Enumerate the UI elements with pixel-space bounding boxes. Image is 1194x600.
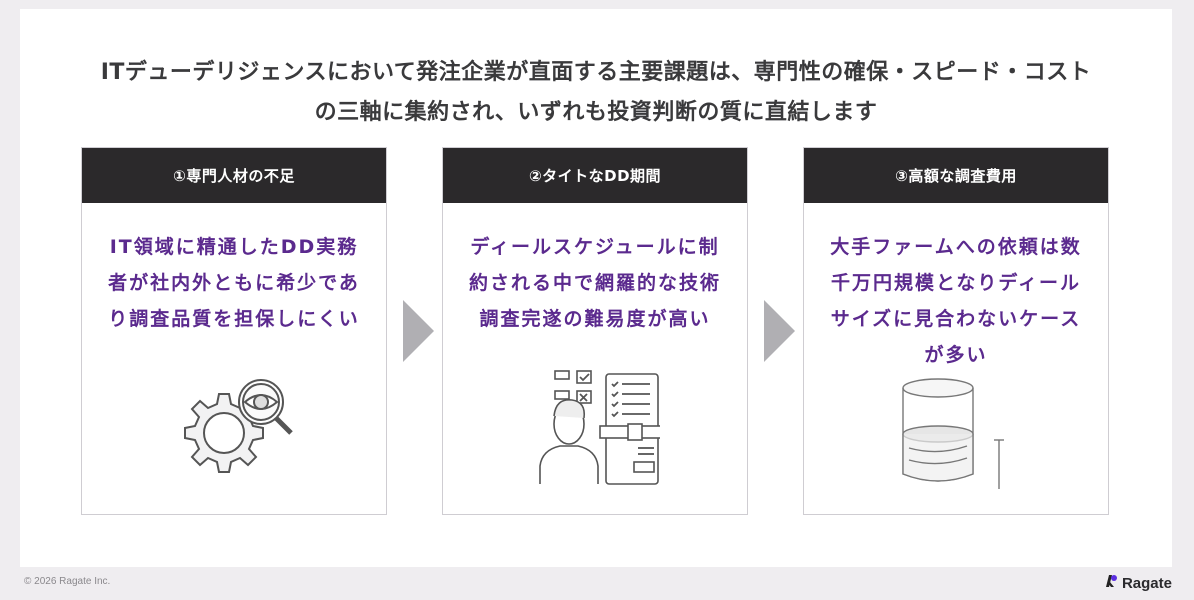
card-body: IT領域に精通したDD実務 者が社内外ともに希少であ り調査品質を担保しにくい: [82, 203, 386, 337]
slide: ITデューデリジェンスにおいて発注企業が直面する主要課題は、専門性の確保・スピー…: [20, 9, 1172, 567]
card-tight-period: ②タイトなDD期間 ディールスケジュールに制 約される中で網羅的な技術 調査完遂…: [442, 147, 748, 515]
card-high-cost: ③高額な調査費用 大手ファームへの依頼は数 千万円規模となりディール サイズに見…: [803, 147, 1109, 515]
gear-magnifier-eye-icon: [82, 366, 386, 486]
card-header: ②タイトなDD期間: [443, 148, 747, 203]
headline-line-2: の三軸に集約され、いずれも投資判断の質に直結します: [314, 100, 878, 125]
ragate-logo-icon: [1104, 574, 1118, 592]
card-header: ③高額な調査費用: [804, 148, 1108, 203]
person-checklist-icon: [443, 366, 747, 486]
card-body-line: IT領域に精通したDD実務: [109, 236, 359, 258]
copyright: © 2026 Ragate Inc.: [24, 576, 111, 587]
arrow-right-icon: [403, 300, 434, 362]
arrow-right-icon: [764, 300, 795, 362]
card-talent-shortage: ①専門人材の不足 IT領域に精通したDD実務 者が社内外ともに希少であ り調査品…: [81, 147, 387, 515]
card-body-line: 者が社内外ともに希少であ: [108, 272, 360, 294]
card-body-line: サイズに見合わないケース: [830, 308, 1082, 330]
headline: ITデューデリジェンスにおいて発注企業が直面する主要課題は、専門性の確保・スピー…: [20, 53, 1172, 133]
card-body-line: 千万円規模となりディール: [830, 272, 1082, 294]
headline-line-1: ITデューデリジェンスにおいて発注企業が直面する主要課題は、専門性の確保・スピー…: [100, 60, 1092, 85]
card-body-line: 調査完遂の難易度が高い: [479, 308, 711, 330]
card-body-line: が多い: [924, 344, 988, 366]
card-body: 大手ファームへの依頼は数 千万円規模となりディール サイズに見合わないケース が…: [804, 203, 1108, 373]
card-body-line: ディールスケジュールに制: [470, 236, 720, 258]
card-body-line: 約される中で網羅的な技術: [468, 272, 721, 294]
card-header: ①専門人材の不足: [82, 148, 386, 203]
card-body-line: り調査品質を担保しにくい: [108, 308, 360, 330]
card-body: ディールスケジュールに制 約される中で網羅的な技術 調査完遂の難易度が高い: [443, 203, 747, 337]
glass-cylinder-icon: [804, 374, 1108, 489]
logo-text: Ragate: [1121, 574, 1172, 592]
card-body-line: 大手ファームへの依頼は数: [830, 236, 1082, 258]
company-logo: Ragate: [1104, 574, 1172, 592]
